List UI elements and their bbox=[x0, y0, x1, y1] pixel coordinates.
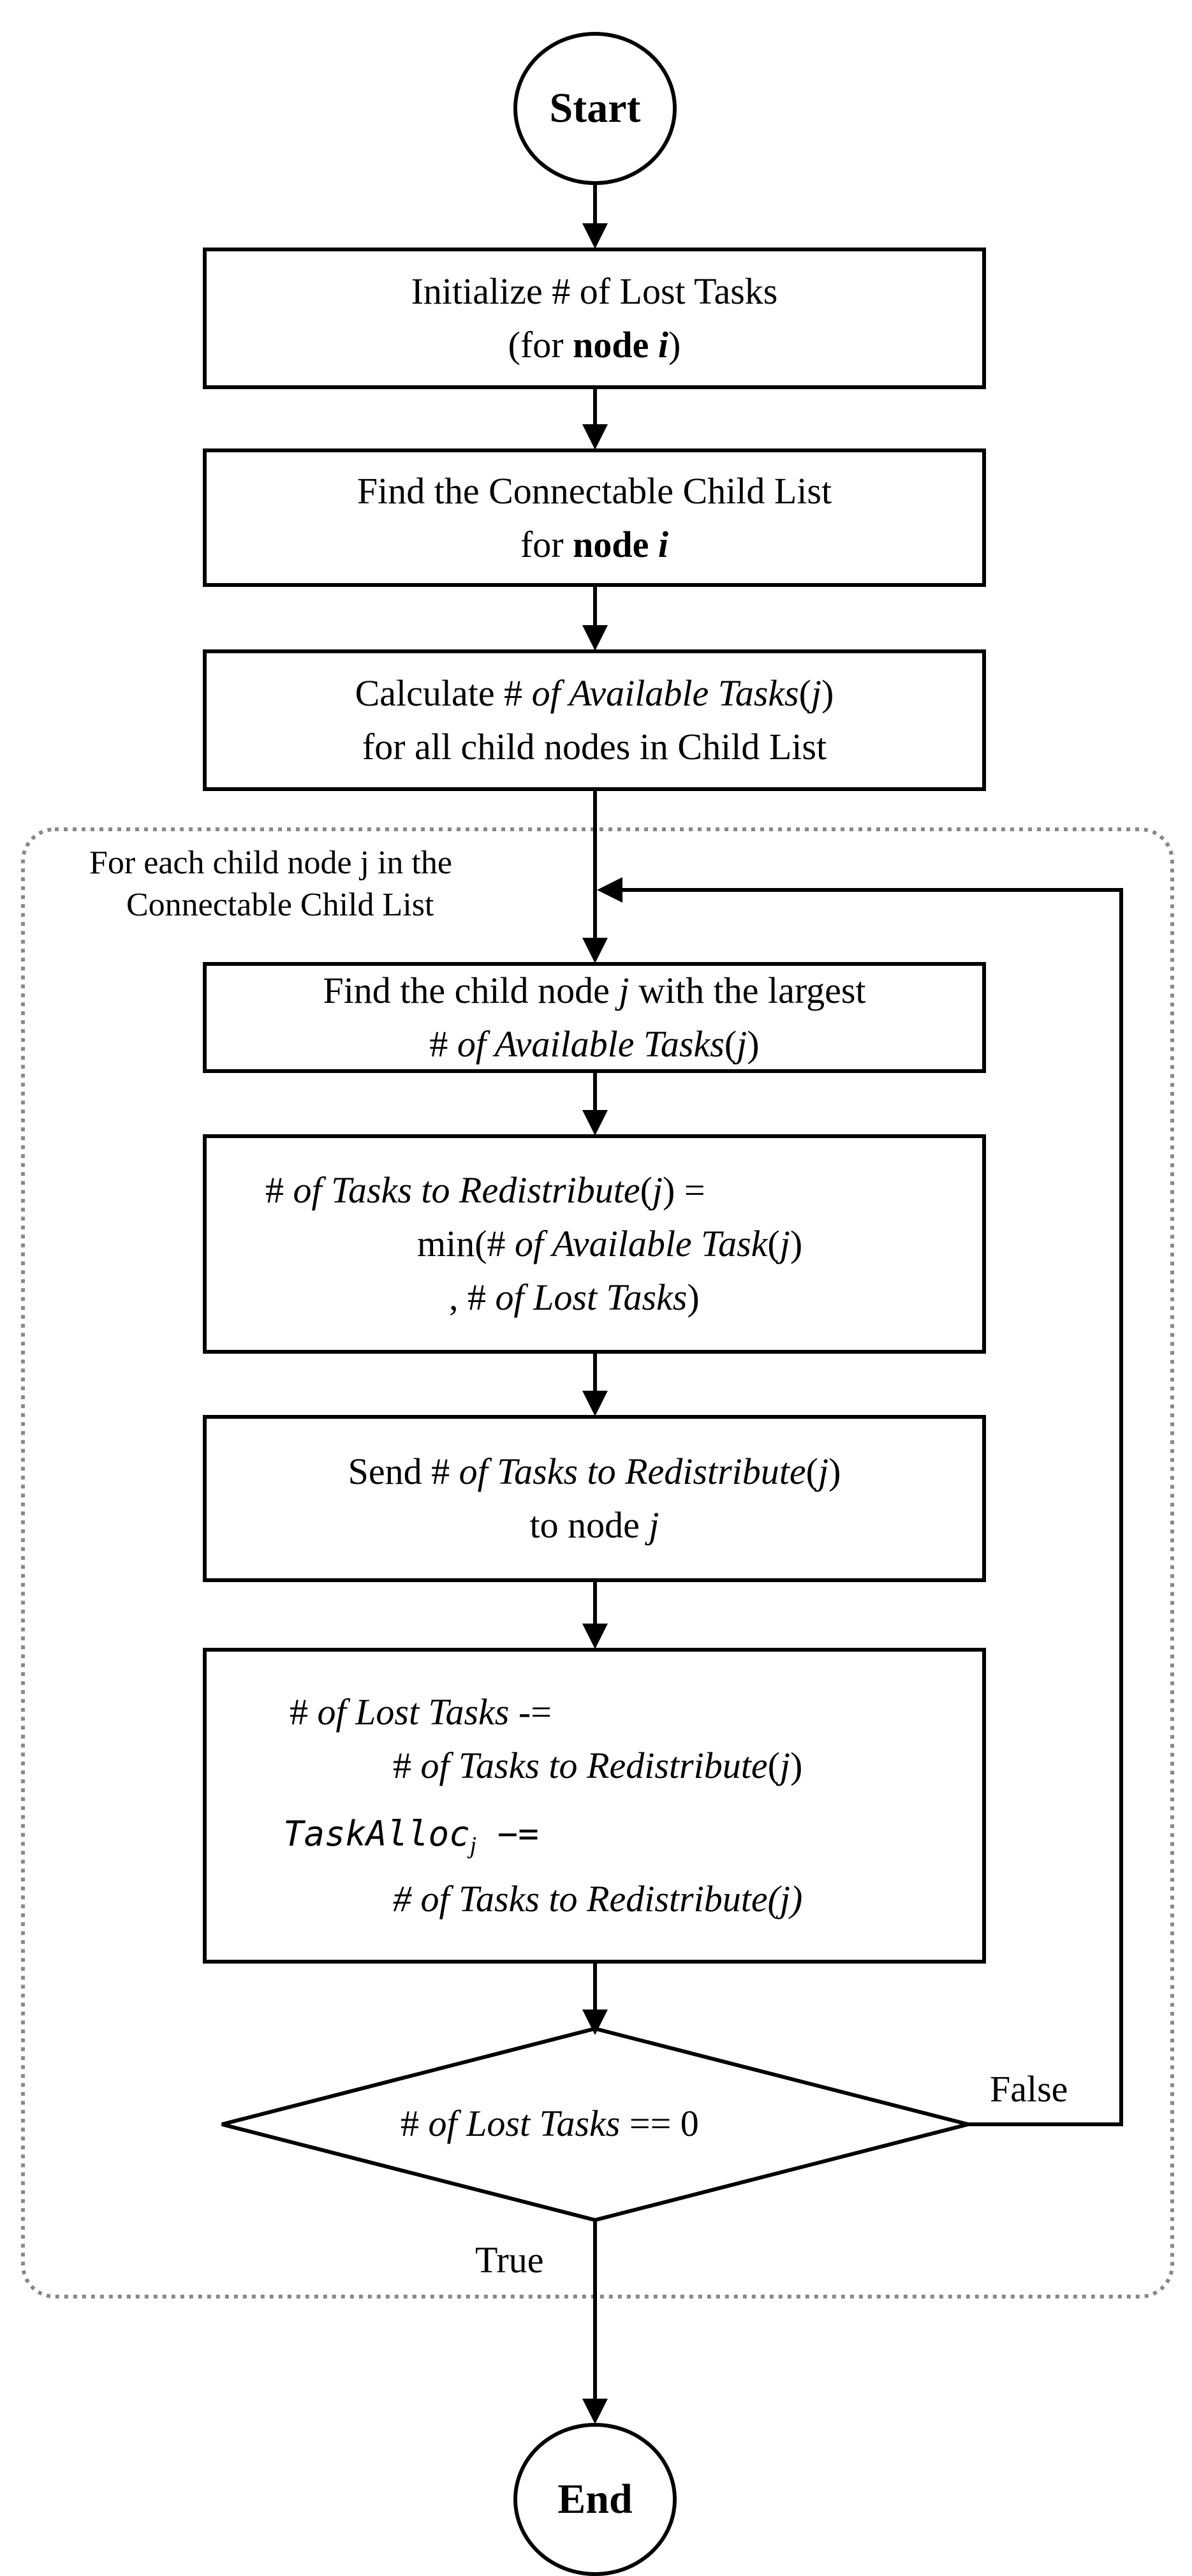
send-line1: Send # of Tasks to Redistribute(j) bbox=[348, 1445, 841, 1499]
redistribute-line1: # of Tasks to Redistribute(j) = bbox=[265, 1164, 705, 1217]
find-largest-line2-open: ( bbox=[724, 1023, 737, 1065]
send-line1-var: j bbox=[818, 1451, 829, 1492]
redistribute-line2-var: j bbox=[779, 1223, 790, 1264]
send-line1-italic: of Tasks to Redistribute bbox=[459, 1451, 806, 1492]
calc-line1: Calculate # of Available Tasks(j) bbox=[355, 667, 834, 720]
update-line4-italic: # of Tasks to Redistribute(j) bbox=[393, 1878, 803, 1920]
send-line1-pre: Send # bbox=[348, 1451, 459, 1492]
update-line2-italic: of Tasks to Redistribute bbox=[420, 1745, 768, 1786]
calc-line1-close: ) bbox=[821, 672, 834, 714]
find-largest-line2: # of Available Tasks(j) bbox=[429, 1018, 759, 1071]
calc-line1-var: j bbox=[811, 672, 822, 714]
redistribute-line1-post: ) = bbox=[663, 1169, 705, 1211]
decision-text: # of Lost Tasks == 0 bbox=[401, 2101, 699, 2146]
init-line2: (for node i) bbox=[508, 318, 681, 372]
loop-note: For each child node j in the Connectable… bbox=[89, 842, 452, 926]
redistribute-line3-pre: , # bbox=[449, 1277, 496, 1318]
update-line2: # of Tasks to Redistribute(j) bbox=[393, 1739, 802, 1793]
update-line2-pre: # bbox=[393, 1745, 421, 1786]
find-list-line1: Find the Connectable Child List bbox=[357, 470, 832, 512]
update-line3: TaskAllocj −= bbox=[283, 1807, 539, 1872]
connector-lines bbox=[593, 185, 1123, 2399]
calc-line1-paren: ( bbox=[798, 672, 811, 714]
send-line2-pre: to node bbox=[529, 1504, 649, 1546]
init-line2-post: ) bbox=[668, 324, 681, 366]
redistribute-line3-close: ) bbox=[687, 1277, 700, 1318]
send-line1-close: ) bbox=[828, 1451, 841, 1492]
find-list-line2: for node i bbox=[520, 518, 668, 572]
redistribute-line2-pre: min(# bbox=[417, 1223, 515, 1264]
redistribute-line3: , # of Lost Tasks) bbox=[449, 1271, 700, 1324]
send-tasks-box: Send # of Tasks to Redistribute(j) to no… bbox=[203, 1415, 986, 1582]
calc-line2: for all child nodes in Child List bbox=[362, 726, 827, 767]
decision-op: == 0 bbox=[620, 2103, 699, 2144]
update-line2-open: ( bbox=[767, 1745, 780, 1786]
calculate-available-tasks-box: Calculate # of Available Tasks(j) for al… bbox=[203, 649, 986, 791]
redistribute-line1-var: j bbox=[652, 1169, 663, 1211]
update-lost-tasks-box: # of Lost Tasks -= # of Tasks to Redistr… bbox=[203, 1648, 986, 1964]
find-largest-line2-close: ) bbox=[747, 1023, 760, 1065]
find-largest-line1: Find the child node j with the largest bbox=[323, 964, 865, 1018]
update-line1-op: -= bbox=[509, 1691, 552, 1733]
update-line2-close: ) bbox=[790, 1745, 803, 1786]
decision-pre: # bbox=[401, 2103, 429, 2144]
start-node: Start bbox=[513, 32, 677, 185]
tasks-to-redistribute-box: # of Tasks to Redistribute(j) = min(# of… bbox=[203, 1134, 986, 1354]
init-line2-bold: node bbox=[573, 324, 658, 366]
update-line3-op: −= bbox=[476, 1814, 539, 1854]
redistribute-line2: min(# of Available Task(j) bbox=[417, 1217, 802, 1271]
find-largest-line2-italic: of Available Tasks bbox=[457, 1023, 725, 1065]
init-line1: Initialize # of Lost Tasks bbox=[411, 270, 778, 312]
find-child-list-box: Find the Connectable Child List for node… bbox=[203, 448, 986, 587]
redistribute-line2-close: ) bbox=[790, 1223, 803, 1264]
update-line1: # of Lost Tasks -= bbox=[290, 1685, 552, 1739]
calc-line1-pre: Calculate # bbox=[355, 672, 532, 714]
update-line1-italic: of Lost Tasks bbox=[317, 1691, 510, 1733]
true-label: True bbox=[475, 2239, 544, 2281]
redistribute-line1-open: ( bbox=[640, 1169, 652, 1211]
initialize-lost-tasks-box: Initialize # of Lost Tasks (for node i) bbox=[203, 248, 986, 389]
decision-italic: of Lost Tasks bbox=[428, 2103, 621, 2144]
calc-line1-italic: of Available Tasks bbox=[531, 672, 799, 714]
update-line3-var: TaskAlloc bbox=[283, 1814, 470, 1854]
init-line2-pre: (for bbox=[508, 324, 573, 366]
find-largest-line1-post: with the largest bbox=[629, 970, 866, 1011]
update-line3-sub: j bbox=[469, 1832, 477, 1859]
redistribute-line1-pre: # bbox=[265, 1169, 293, 1211]
redistribute-line1-italic: of Tasks to Redistribute bbox=[293, 1169, 640, 1211]
send-line1-open: ( bbox=[806, 1451, 818, 1492]
redistribute-line3-italic: of Lost Tasks bbox=[495, 1277, 688, 1318]
redistribute-line2-open: ( bbox=[767, 1223, 780, 1264]
find-largest-child-box: Find the child node j with the largest #… bbox=[203, 962, 986, 1073]
loop-note-line2: Connectable Child List bbox=[126, 887, 434, 923]
start-label: Start bbox=[549, 85, 641, 131]
find-largest-line2-var: j bbox=[737, 1023, 747, 1065]
find-largest-line1-pre: Find the child node bbox=[323, 970, 619, 1011]
send-line2: to node j bbox=[530, 1499, 659, 1552]
find-list-line2-bold: node bbox=[573, 523, 658, 565]
false-label: False bbox=[990, 2068, 1068, 2110]
find-list-line2-var: i bbox=[658, 523, 669, 565]
arrowheads bbox=[582, 223, 622, 2424]
find-largest-line2-pre: # bbox=[429, 1023, 457, 1065]
update-line1-pre: # bbox=[290, 1691, 318, 1733]
find-list-line2-pre: for bbox=[520, 523, 573, 565]
find-largest-line1-var: j bbox=[619, 970, 629, 1011]
init-line2-var: i bbox=[658, 324, 668, 366]
update-line4: # of Tasks to Redistribute(j) bbox=[393, 1872, 802, 1926]
loop-note-line1: For each child node j in the bbox=[89, 845, 452, 881]
end-label: End bbox=[557, 2476, 633, 2522]
end-node: End bbox=[513, 2423, 677, 2576]
update-line2-var: j bbox=[779, 1745, 791, 1786]
send-line2-var: j bbox=[649, 1504, 659, 1546]
redistribute-line2-italic: of Available Task bbox=[515, 1223, 768, 1264]
